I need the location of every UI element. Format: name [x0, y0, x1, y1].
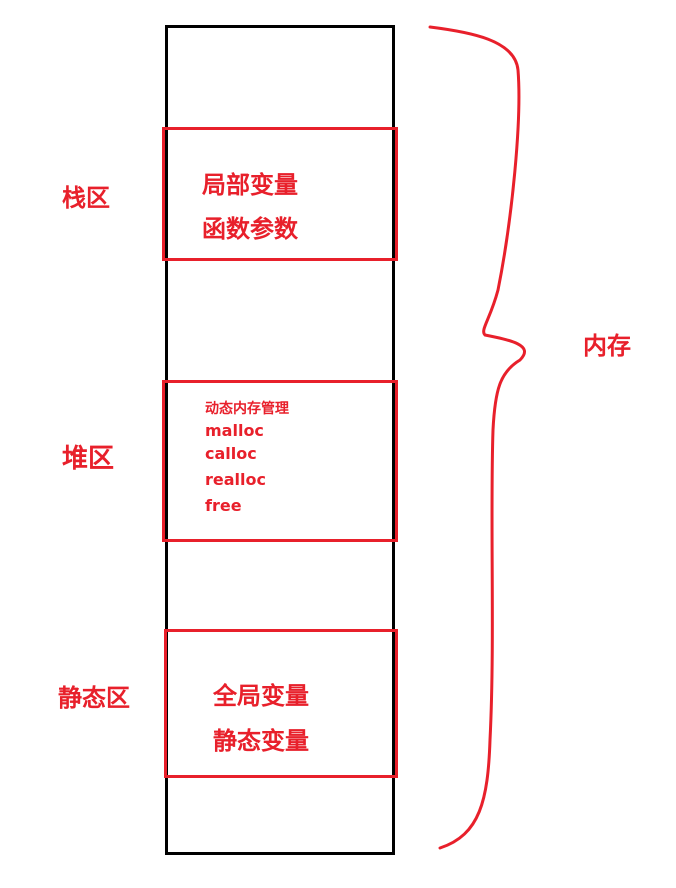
stack-label: 栈区 [62, 184, 110, 212]
static-region-box [164, 629, 398, 778]
heap-item-realloc: realloc [205, 470, 266, 489]
static-item-static-variables: 静态变量 [213, 727, 309, 755]
heap-item-free: free [205, 496, 242, 515]
memory-brace-path [428, 25, 526, 850]
heap-region-box [162, 380, 398, 542]
static-label: 静态区 [58, 684, 130, 712]
static-item-global-variables: 全局变量 [213, 682, 309, 710]
memory-label: 内存 [583, 332, 631, 360]
heap-item-title: 动态内存管理 [205, 401, 289, 417]
stack-region-box [162, 127, 398, 261]
heap-item-malloc: malloc [205, 421, 264, 440]
memory-column [165, 25, 395, 855]
heap-label: 堆区 [62, 444, 115, 474]
heap-item-calloc: calloc [205, 444, 257, 463]
stack-item-local-variables: 局部变量 [202, 171, 298, 199]
stack-item-function-params: 函数参数 [202, 215, 298, 243]
